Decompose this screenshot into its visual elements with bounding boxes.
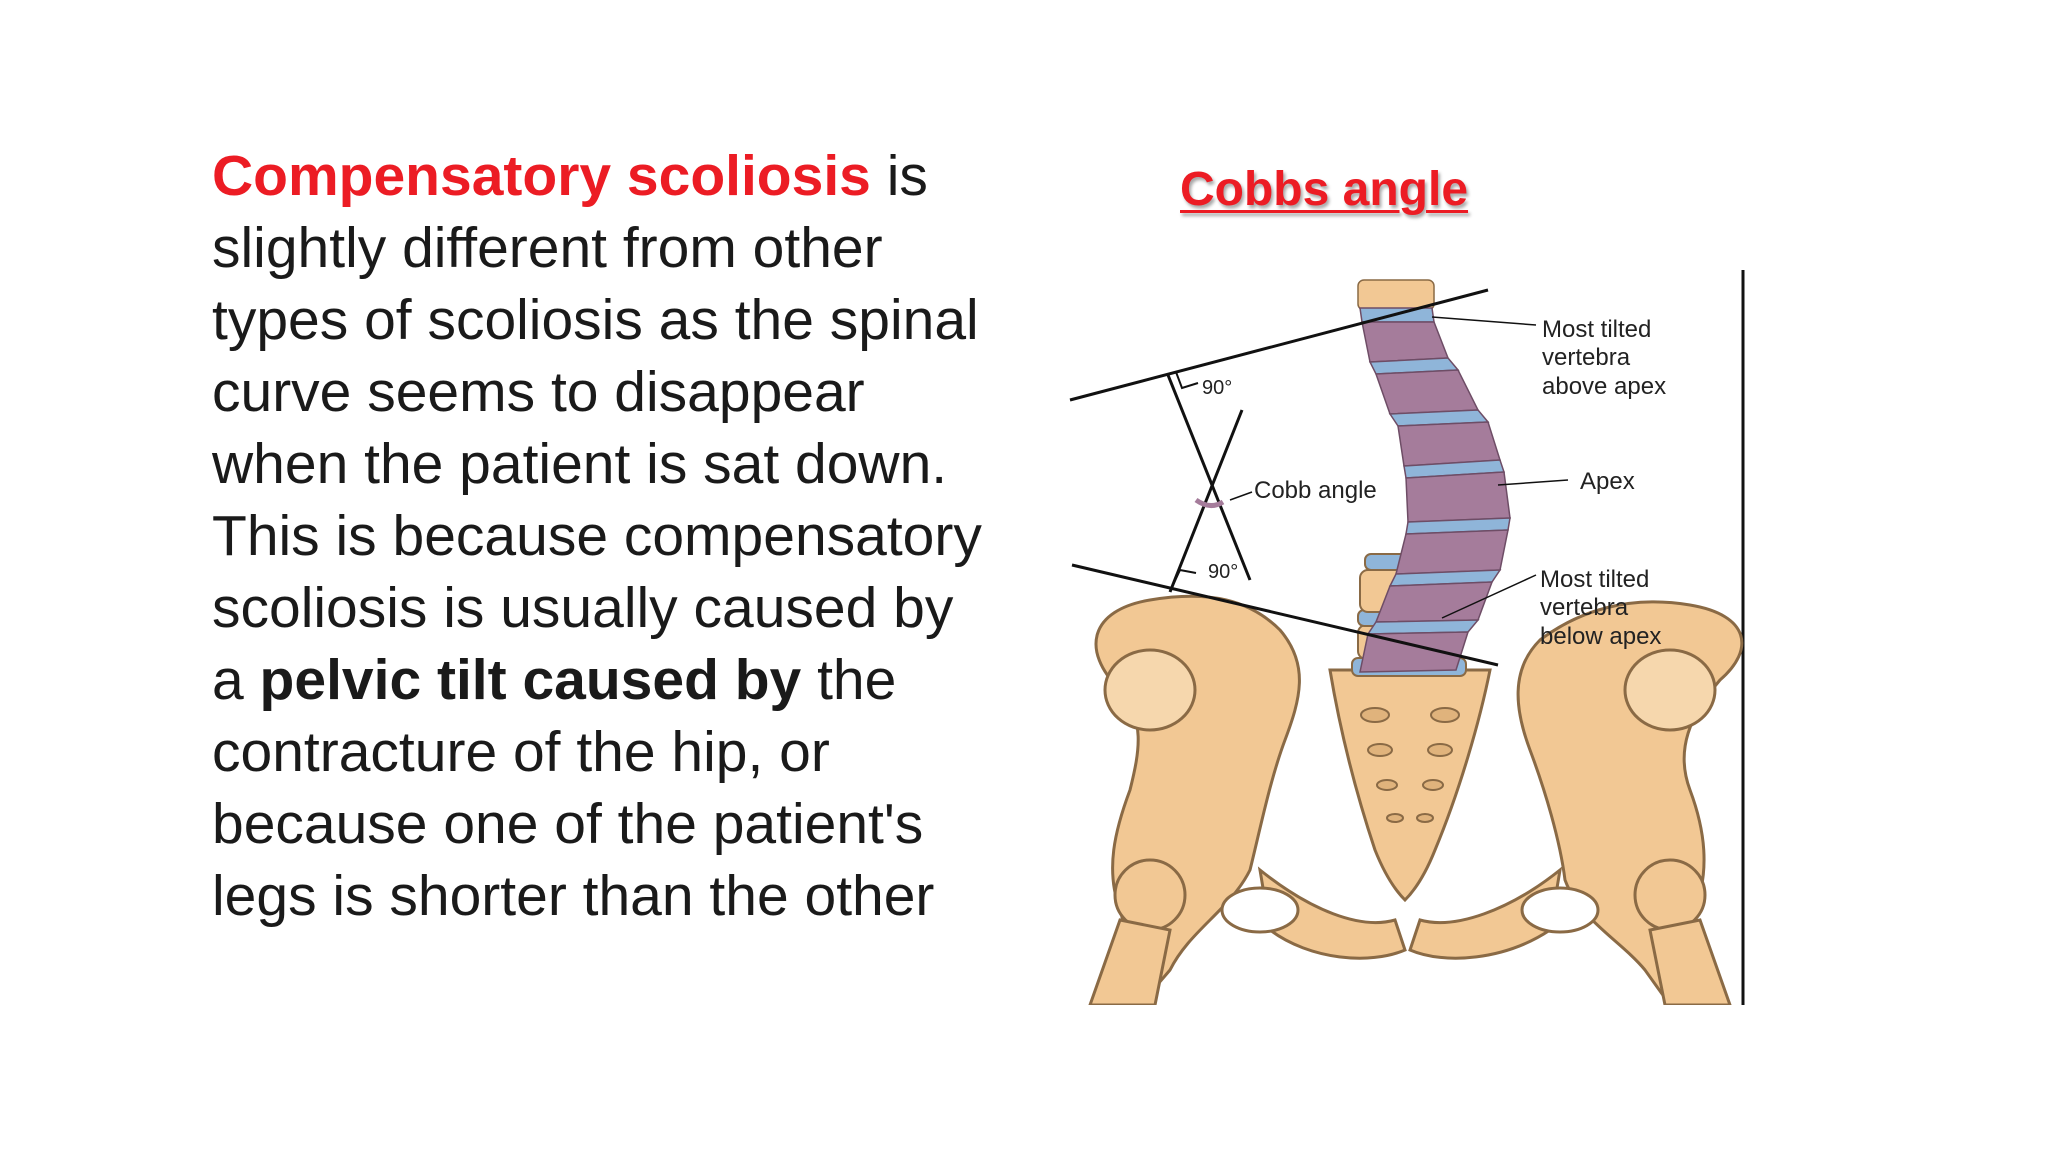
label-cobb-angle: Cobb angle <box>1254 477 1377 504</box>
pelvis-openings <box>1103 648 1717 934</box>
paragraph-text-2: the contracture of the hip, or because o… <box>212 648 935 928</box>
description-paragraph: Compensatory scoliosis is slightly diffe… <box>212 140 992 932</box>
label-upper-vertebra-line3: above apex <box>1542 373 1666 400</box>
label-90-bottom: 90° <box>1208 561 1238 583</box>
sacral-foramina <box>1360 707 1460 823</box>
upper-endplate-line <box>1069 288 1489 402</box>
figure-title: Cobbs angle <box>1180 163 1469 216</box>
leader-lines <box>1229 316 1569 619</box>
lower-endplate-line <box>1071 563 1499 667</box>
label-apex: Apex <box>1580 468 1635 495</box>
label-upper-vertebra-line2: vertebra <box>1542 344 1631 371</box>
right-angle-marker-bottom <box>1172 568 1197 586</box>
label-lower-vertebra-line2: vertebra <box>1540 594 1629 621</box>
curved-spine <box>1357 279 1511 673</box>
label-lower-vertebra-line1: Most tilted <box>1540 566 1649 593</box>
paragraph-text-1: is slightly different from other types o… <box>212 144 982 712</box>
label-90-top: 90° <box>1202 377 1232 399</box>
right-angle-marker-top <box>1175 371 1199 390</box>
label-lower-vertebra-line3: below apex <box>1540 623 1661 650</box>
cobb-angle-diagram: 90° 90° Cobb angle Most tilted vertebra … <box>1069 270 1745 1005</box>
term-compensatory-scoliosis: Compensatory scoliosis <box>212 144 871 208</box>
bold-pelvic-tilt: pelvic tilt caused by <box>259 648 802 712</box>
lower-perpendicular-line <box>1168 409 1244 593</box>
upper-perpendicular-line <box>1166 374 1252 581</box>
label-upper-vertebra-line1: Most tilted <box>1542 316 1651 343</box>
cobb-angle-arc <box>1194 497 1225 508</box>
